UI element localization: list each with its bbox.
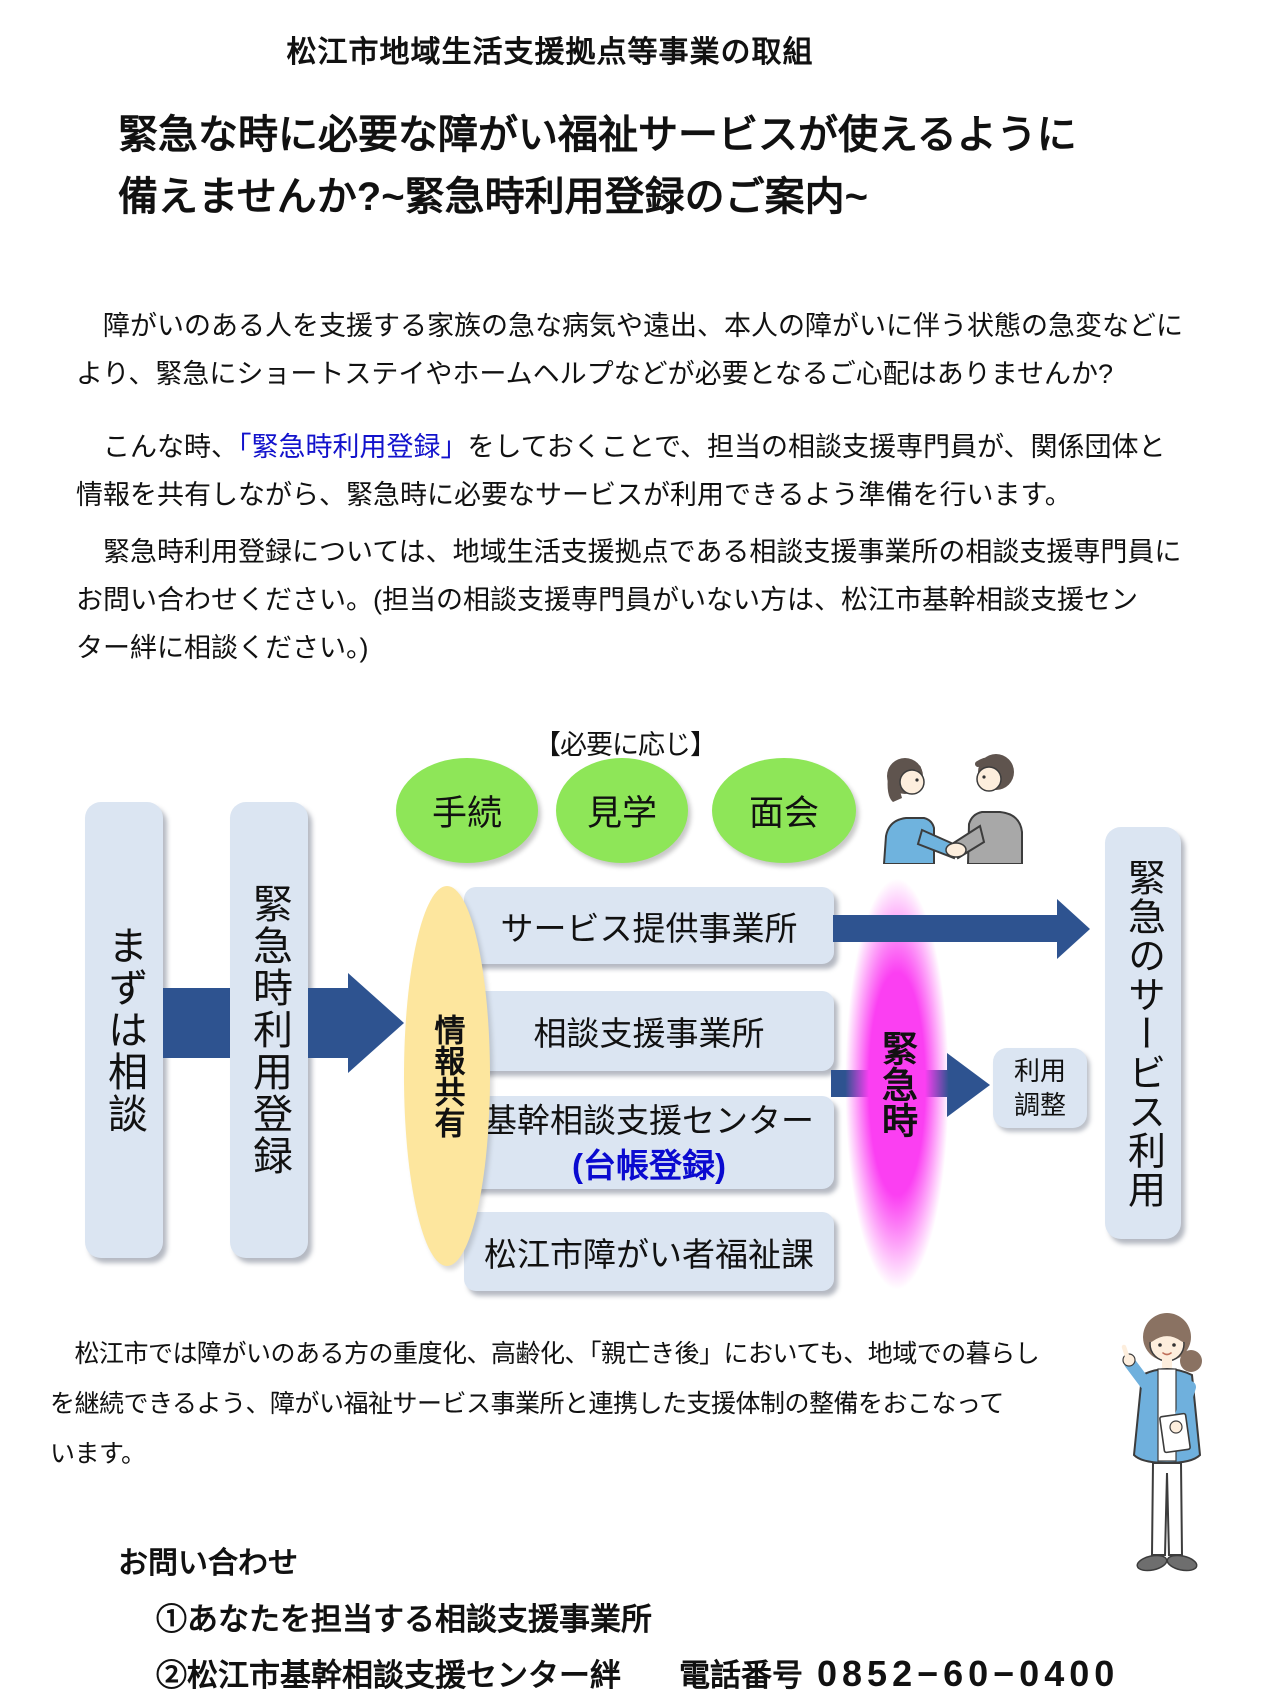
procedure-oval-label: 手続	[431, 794, 502, 833]
emergency-time-label: 緊急時	[877, 1030, 918, 1138]
consult-support-box: 相談支援事業所	[464, 991, 834, 1071]
arrow-service-to-use-shaft	[833, 915, 1057, 942]
info-share-label: 情報共有	[429, 1014, 465, 1138]
arrow-service-to-use-head	[1057, 899, 1090, 959]
procedure-oval: 手続	[396, 758, 538, 863]
city-welfare-box: 松江市障がい者福祉課	[464, 1212, 834, 1291]
core-center-label: 基幹相談支援センター	[484, 1101, 814, 1139]
emergency-register-label: 緊急時利用登録	[247, 883, 291, 1177]
advisor-woman-figure	[1121, 1313, 1202, 1572]
city-welfare-label: 松江市障がい者福祉課	[484, 1235, 814, 1273]
as-needed-label: 【必要に応じ】	[534, 730, 717, 760]
p2-pre-text: こんな時、	[76, 432, 238, 462]
intro-paragraph-2: こんな時、「緊急時利用登録」をしておくことで、担当の相談支援専門員が、関係団体と…	[76, 423, 1246, 519]
clasped-hands	[945, 842, 967, 858]
usage-adjustment-label-1: 利用	[1013, 1056, 1066, 1086]
info-share-oval: 情報共有	[404, 886, 490, 1266]
intro-paragraph-3: 緊急時利用登録については、地域生活支援拠点である相談支援事業所の相談支援専門員に…	[76, 537, 1182, 663]
outro-paragraph: 松江市では障がいのある方の重度化、高齢化、「親亡き後」においても、地域での暮らし…	[50, 1340, 1040, 1468]
meeting-oval: 面会	[712, 758, 856, 863]
handshake-man-figure	[950, 754, 1023, 864]
arrow-emergency-to-adjust-head	[947, 1053, 990, 1117]
consult-support-label: 相談支援事業所	[533, 1015, 765, 1052]
meeting-oval-label: 面会	[748, 794, 819, 833]
advisor-illustration	[1121, 1313, 1202, 1572]
usage-adjustment-box: 利用 調整	[993, 1048, 1087, 1128]
p2-post-text: をしておくことで、担当の相談支援専門員が、関係団体と	[467, 432, 1166, 462]
arrow-register-to-share-shaft	[308, 988, 348, 1058]
registry-note: (台帳登録)	[572, 1146, 726, 1184]
main-heading-line2: 備えませんか?~緊急時利用登録のご案内~	[118, 175, 868, 219]
phone-number: 0852−60−0400	[817, 1653, 1120, 1694]
core-center-box: 基幹相談支援センター (台帳登録)	[464, 1096, 834, 1189]
emergency-registration-term: 「緊急時利用登録」	[238, 432, 468, 462]
contact-item-2-org: ②松江市基幹相談支援センター絆	[156, 1658, 621, 1693]
emergency-service-use-label: 緊急のサービス利用	[1121, 857, 1164, 1209]
usage-adjustment-label-2: 調整	[1013, 1090, 1066, 1120]
contact-item-2: ②松江市基幹相談支援センター絆 電話番号 0852−60−0400	[156, 1650, 1119, 1695]
contact-heading: お問い合わせ	[118, 1547, 298, 1580]
contact-item-1: ①あなたを担当する相談支援事業所	[156, 1602, 652, 1637]
service-provider-box: サービス提供事業所	[464, 887, 834, 964]
emergency-register-box: 緊急時利用登録	[230, 802, 308, 1258]
main-heading-line1: 緊急な時に必要な障がい福祉サービスが使えるように	[118, 113, 1077, 157]
handshake-illustration	[882, 754, 1023, 864]
document-title: 松江市地域生活支援拠点等事業の取組	[286, 36, 814, 69]
emergency-service-use-box: 緊急のサービス利用	[1105, 827, 1181, 1239]
intro-paragraph-2-line1: こんな時、「緊急時利用登録」をしておくことで、担当の相談支援専門員が、関係団体と	[76, 423, 1246, 471]
intro-paragraph-2-line2: 情報を共有しながら、緊急時に必要なサービスが利用できるよう準備を行います。	[76, 480, 1072, 510]
arrow-register-to-share-head	[348, 973, 404, 1073]
service-provider-label: サービス提供事業所	[500, 909, 798, 947]
first-consult-box: まずは相談	[85, 802, 163, 1258]
intro-paragraph-1: 障がいのある人を支援する家族の急な病気や遠出、本人の障がいに伴う状態の急変などに…	[76, 311, 1183, 389]
phone-label: 電話番号	[679, 1658, 803, 1693]
visit-oval-label: 見学	[586, 794, 657, 833]
main-heading: 緊急な時に必要な障がい福祉サービスが使えるように 備えませんか?~緊急時利用登録…	[118, 104, 1077, 228]
visit-oval: 見学	[556, 758, 688, 863]
arrow-consult-to-register	[163, 988, 230, 1058]
first-consult-label: まずは相談	[102, 925, 146, 1135]
